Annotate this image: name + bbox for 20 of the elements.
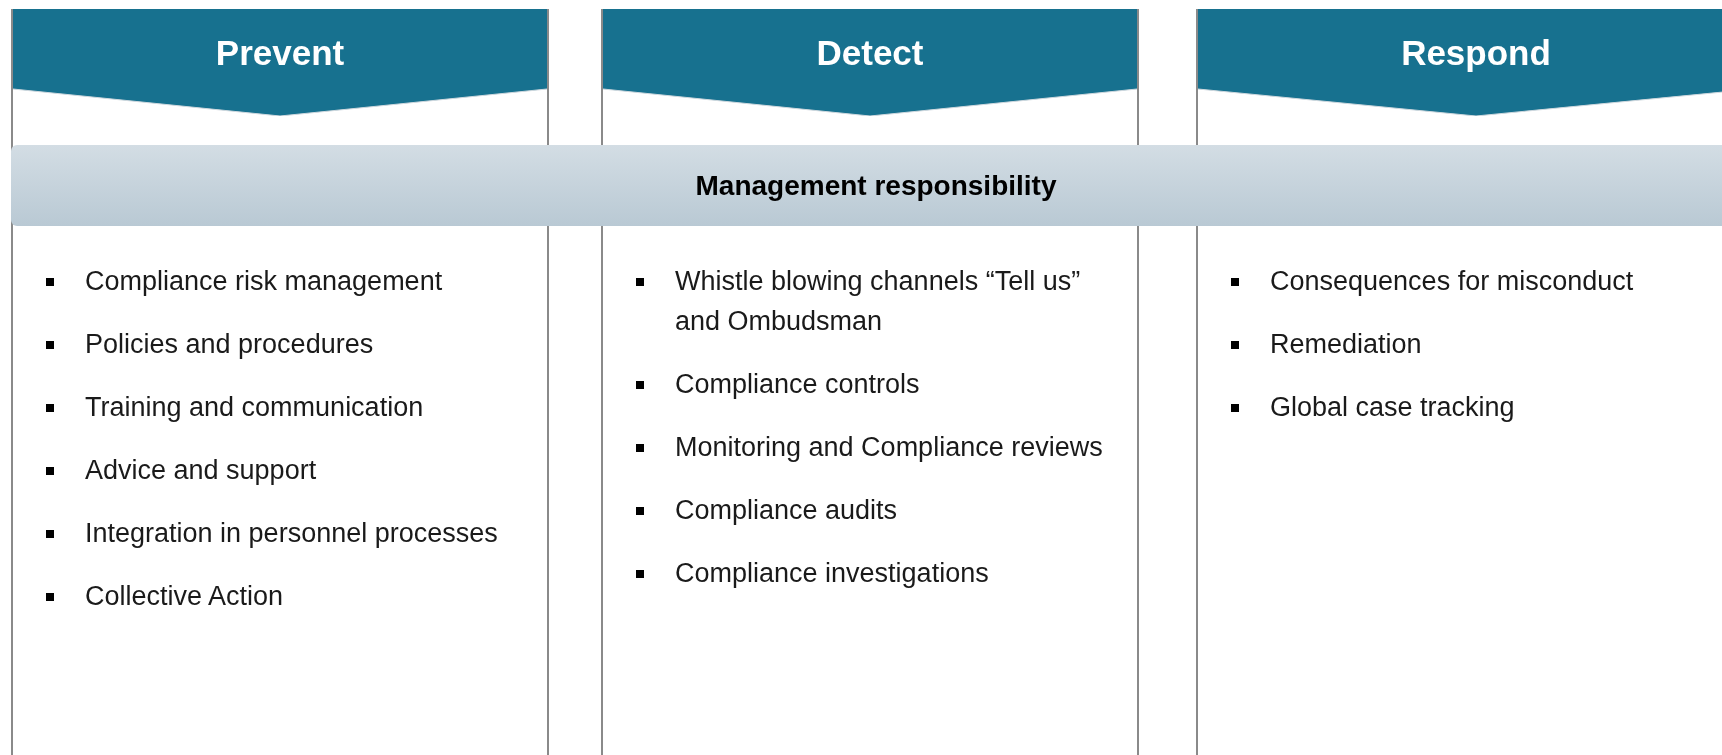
bullet-text: Whistle blowing channels “Tell us” and Ombudsman [675,265,1082,338]
column-panel [601,9,1139,755]
bullet-text: Global case tracking [1270,391,1516,424]
bullet-text: Collective Action [85,580,285,613]
bullet-text: Consequences for misconduct [1270,265,1635,298]
bullet-text: Monitoring and Compliance reviews [675,431,1104,464]
band-bar [11,145,1722,226]
bullet-text: Remediation [1270,328,1423,361]
column-heading: Detect [816,31,924,74]
column-heading: Respond [1401,31,1551,74]
band-label: Management responsibility [695,168,1057,203]
bullet-text: Integration in personnel processes [85,517,499,550]
bullet-text: Policies and procedures [85,328,375,361]
bullet-text: Training and communication [85,391,425,424]
bullet-text: Compliance audits [675,494,899,527]
bullet-text: Compliance risk management [85,265,444,298]
bullet-text: Compliance controls [675,368,921,401]
column-heading: Prevent [215,31,345,74]
bullet-text: Compliance investigations [675,557,990,590]
bullet-text: Advice and support [85,454,318,487]
